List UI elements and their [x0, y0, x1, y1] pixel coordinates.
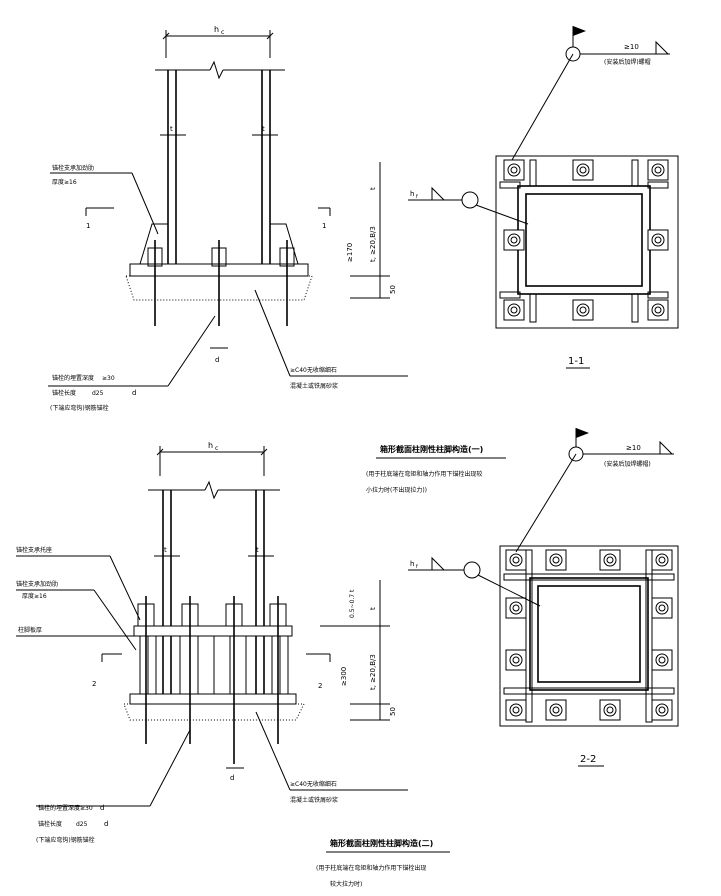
footer-sub2: 较大拉力时)	[330, 880, 362, 888]
footer-sub1: (用于柱底端在弯矩和轴力作用下锚栓出现	[316, 864, 426, 872]
anchor-label-2-unit: d	[132, 389, 136, 397]
plan1-title: 1-1	[568, 356, 584, 367]
plate-label: 柱脚板厚	[18, 626, 42, 634]
anchor2-label-2-val: d25	[76, 821, 88, 828]
dim-h: h	[214, 25, 219, 34]
drawing2-title: 箱形截面柱刚性柱脚构造(一)	[380, 444, 483, 454]
elevation-1: h c t t d	[48, 25, 408, 412]
hf-1-sub: f	[416, 194, 418, 200]
dim-tt: 0.5~0.7 t	[349, 589, 356, 618]
dim-h-2: h	[208, 441, 213, 450]
weld-text-2: (安装后加焊螺帽)	[604, 460, 651, 468]
weld-note-1: ≥10	[624, 43, 639, 51]
section-2-left: 2	[92, 680, 96, 688]
hf-2-sub: f	[416, 564, 418, 570]
dim-300: ≥300	[340, 667, 348, 686]
grout2-label-1: ≥C40无收缩细石	[290, 780, 337, 788]
anchor2-label-3: (下端应弯钩)钢筋锚栓	[36, 836, 95, 844]
stiffener2-label-1: 锚栓支承托座	[16, 546, 52, 554]
dim-t-left: t	[170, 125, 173, 133]
dim-t-left-2: t	[164, 546, 167, 554]
grout2-label-2: 混凝土或铁屑砂浆	[290, 796, 338, 804]
drawing2-sub1: (用于柱底端在弯矩和轴力作用下锚栓出现较	[366, 470, 482, 478]
dim-tf-note-2: t, ≥20,B/3	[369, 654, 377, 690]
plan1-bolts	[503, 159, 669, 321]
grout-label-1: ≥C40无收缩细石	[290, 366, 337, 374]
anchor-bolts-2	[137, 596, 287, 764]
dim-t1: t	[369, 187, 377, 190]
dim-h-2-sub: c	[215, 445, 218, 452]
weld-note-2: ≥10	[626, 444, 641, 452]
dim-tf-note: t, ≥20,B/3	[369, 226, 377, 262]
plan2-title: 2-2	[580, 754, 596, 765]
section-2-right: 2	[318, 682, 322, 690]
dim-50-2: 50	[389, 707, 397, 716]
grout-label-2: 混凝土或铁屑砂浆	[290, 382, 338, 390]
weld-text-1: (安装后加焊)螺帽	[604, 58, 651, 66]
footer-title: 箱形截面柱刚性柱脚构造(二)	[330, 838, 433, 848]
hf-1: h	[410, 190, 414, 198]
stiffener2-label-2: 锚栓支承加劲肋	[16, 580, 58, 588]
title-block-1: 箱形截面柱刚性柱脚构造(一) (用于柱底端在弯矩和轴力作用下锚栓出现较 小拉力时…	[366, 444, 506, 494]
anchor2-label-1: 锚栓的埋置深度	[38, 804, 80, 812]
dim-h-sub: c	[221, 29, 224, 36]
plan2-bolts	[505, 549, 673, 721]
plan-1-1: ≥10 (安装后加焊)螺帽 h f 1-1	[408, 26, 679, 369]
anchor-label-2-val: d25	[92, 390, 104, 397]
hf-2: h	[410, 560, 414, 568]
title-block-2: 箱形截面柱刚性柱脚构造(二) (用于柱底端在弯矩和轴力作用下锚栓出现 较大拉力时…	[316, 838, 450, 888]
dim-d-2: d	[230, 774, 234, 782]
stiffener-label-1: 锚栓支承加劲肋	[52, 164, 94, 172]
dim-t-right-2: t	[256, 546, 259, 554]
anchor-label-2: 锚栓长度	[52, 389, 76, 397]
section-1-left: 1	[86, 222, 90, 230]
drawing2-sub2: 小拉力时(不出现拉力))	[366, 486, 427, 494]
elevation-2: h c t t	[16, 441, 408, 844]
anchor-bolts-1	[147, 240, 295, 326]
anchor2-label-1-val: ≥30	[80, 805, 93, 812]
stiffener2-label-3: 厚度≥16	[22, 592, 47, 600]
anchor-label-1: 锚栓的埋置深度	[52, 374, 94, 382]
anchor-label-3: (下端应弯钩)钢筋锚栓	[50, 404, 109, 412]
anchor-label-1-val: ≥30	[102, 375, 115, 382]
plan-2-2: ≥10 (安装后加焊螺帽) h f 2-2	[408, 428, 679, 767]
stiffener-label-2: 厚度≥16	[52, 178, 77, 186]
anchor2-label-1-unit: d	[100, 804, 104, 812]
dim-t1-2: t	[369, 607, 377, 610]
section-1-right: 1	[322, 222, 326, 230]
anchor2-label-2-unit: d	[104, 820, 108, 828]
dim-t-right: t	[262, 125, 265, 133]
dim-d: d	[215, 356, 219, 364]
dim-170: ≥170	[346, 243, 354, 262]
anchor2-label-2: 锚栓长度	[38, 820, 62, 828]
dim-50: 50	[389, 285, 397, 294]
